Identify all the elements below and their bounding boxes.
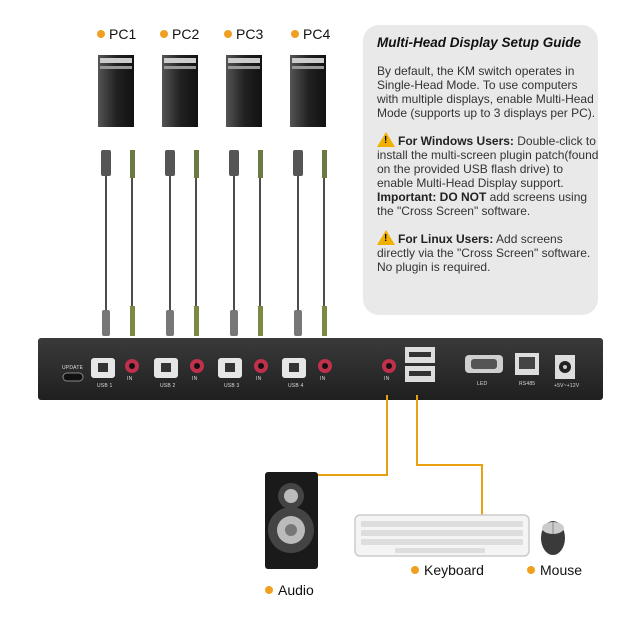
pc-tower-2 (162, 55, 198, 127)
rs485-port-label: RS485 (519, 381, 536, 387)
audio-in-label-1: IN (127, 376, 133, 382)
pc-label-4: PC4 (291, 26, 330, 42)
pc-tower-3 (226, 55, 262, 127)
speaker-icon (265, 472, 318, 569)
mouse-label: Mouse (527, 562, 582, 578)
bullet-dot-icon (291, 30, 299, 38)
bullet-dot-icon (265, 586, 273, 594)
bullet-dot-icon (527, 566, 535, 574)
usb-port-label-4: USB 4 (288, 383, 304, 389)
guide-intro: By default, the KM switch operates in Si… (377, 64, 596, 120)
mouse-icon (541, 521, 565, 555)
km-switch-panel (38, 338, 603, 400)
audio-in-label-2: IN (192, 376, 198, 382)
setup-guide-panel: Multi-Head Display Setup Guide By defaul… (363, 25, 598, 315)
warning-icon (377, 230, 395, 246)
bullet-dot-icon (97, 30, 105, 38)
update-port-label: UPDATE (62, 365, 84, 371)
guide-windows: For Windows Users: Double-click to insta… (377, 132, 599, 218)
bullet-dot-icon (224, 30, 232, 38)
audio-in-label-4: IN (320, 376, 326, 382)
usb-port-label-3: USB 3 (224, 383, 240, 389)
keyboard-icon (354, 514, 530, 557)
pc-label-1: PC1 (97, 26, 136, 42)
pc-label-3: PC3 (224, 26, 263, 42)
audio-label: Audio (265, 582, 314, 598)
pc-tower-4 (290, 55, 326, 127)
peripheral-cables (300, 395, 483, 520)
usb-port-label-2: USB 2 (160, 383, 176, 389)
usb-port-label-1: USB 1 (97, 383, 113, 389)
bullet-dot-icon (160, 30, 168, 38)
guide-linux: For Linux Users: Add screens directly vi… (377, 230, 599, 274)
warning-icon (377, 132, 395, 148)
audio-in-label-3: IN (256, 376, 262, 382)
audio-plugs-top (130, 150, 327, 178)
guide-title: Multi-Head Display Setup Guide (377, 35, 582, 50)
led-port-label: LED (477, 381, 488, 387)
pc-tower-1 (98, 55, 134, 127)
keyboard-label: Keyboard (411, 562, 484, 578)
usb-plugs-top (101, 150, 303, 176)
power-port-label: +5V~+12V (554, 383, 580, 389)
audio-in-label-5: IN (384, 376, 390, 382)
bullet-dot-icon (411, 566, 419, 574)
pc-cables (105, 175, 325, 310)
audio-plugs-bottom (130, 306, 327, 336)
usb-plugs-bottom (102, 310, 302, 336)
pc-label-2: PC2 (160, 26, 199, 42)
